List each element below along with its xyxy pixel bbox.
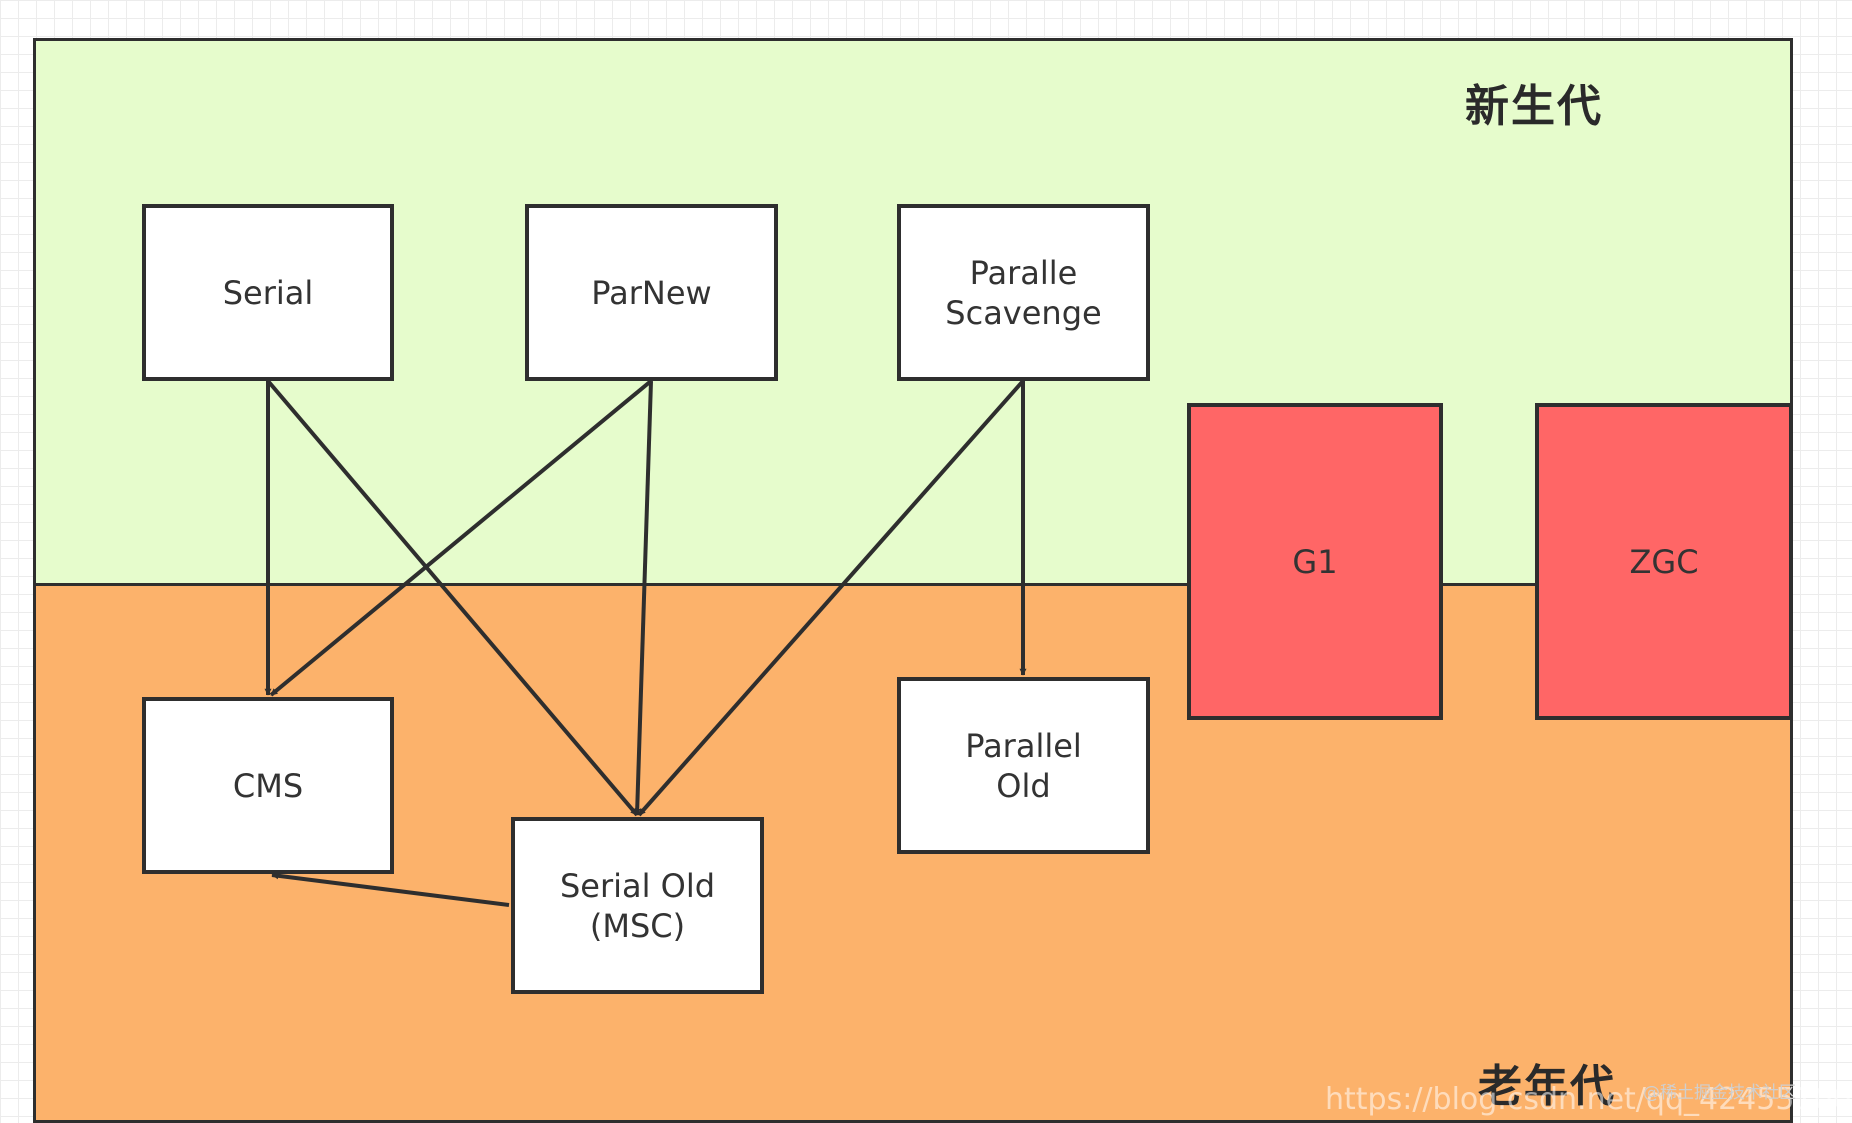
watermark-text: @稀土掘金技术社区 (1643, 1083, 1796, 1103)
serial-box: Serial (142, 204, 394, 381)
g1-box: G1 (1187, 403, 1443, 720)
g1-label: G1 (1292, 542, 1338, 581)
old-generation-label: 老年代 (1478, 1061, 1616, 1112)
serial-old-label: Serial Old (MSC) (559, 866, 716, 945)
zgc-box: ZGC (1535, 403, 1793, 720)
gc-collector-diagram: 新生代 老年代 Serial ParNew Paralle Scavenge G… (33, 38, 1796, 1123)
parallel-scavenge-box: Paralle Scavenge (897, 204, 1150, 381)
serial-old-box: Serial Old (MSC) (511, 817, 764, 994)
serial-label: Serial (222, 273, 314, 312)
cms-box: CMS (142, 697, 394, 874)
parnew-label: ParNew (591, 273, 712, 312)
parallel-old-label: Parallel Old (965, 726, 1082, 805)
young-generation-label: 新生代 (1465, 81, 1603, 132)
parallel-scavenge-label: Paralle Scavenge (945, 253, 1102, 332)
cms-label: CMS (232, 766, 304, 805)
parnew-box: ParNew (525, 204, 778, 381)
zgc-label: ZGC (1629, 542, 1699, 581)
parallel-old-box: Parallel Old (897, 677, 1150, 854)
source-url-text: https://blog.csdn.net/qq_42455100 (1325, 1082, 1852, 1117)
